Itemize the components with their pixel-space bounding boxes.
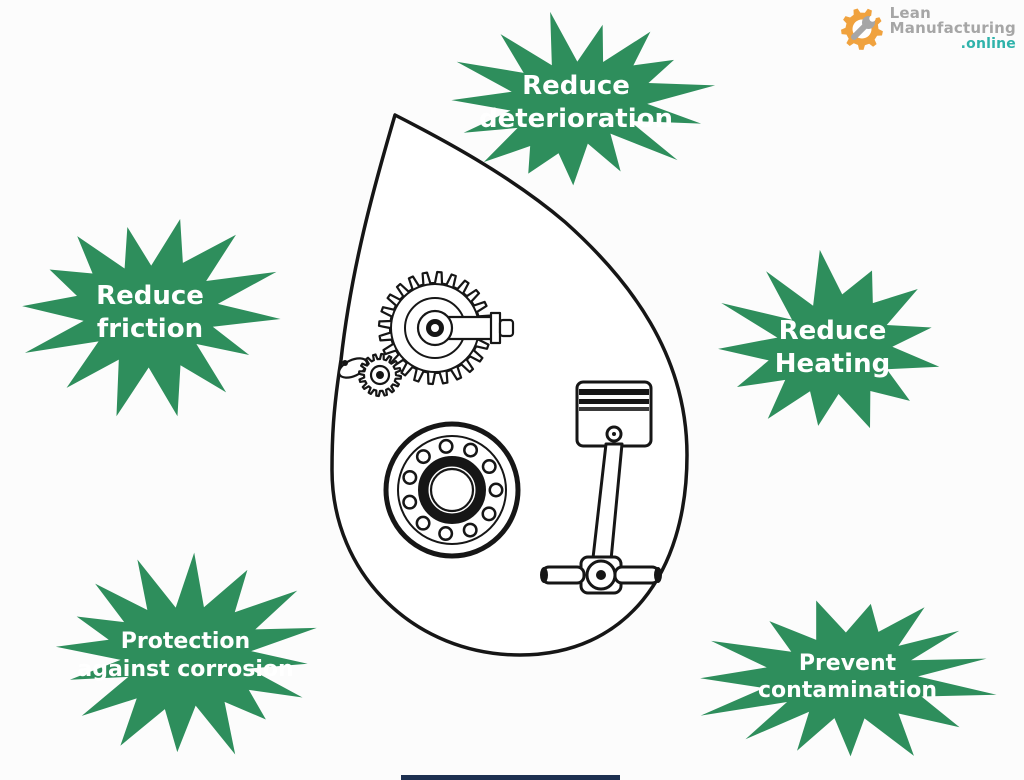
starburst-shape: [718, 249, 940, 429]
starburst-prevent-contamination: Prevent contamination: [685, 582, 1010, 772]
brand-line-online: .online: [960, 36, 1016, 52]
brand-text: Lean Manufacturing .online: [890, 6, 1016, 52]
burst-label: Prevent contamination: [758, 650, 937, 704]
piston-icon: [540, 380, 662, 595]
brand-watermark[interactable]: Lean Manufacturing .online: [839, 6, 1016, 52]
burst-label: Reduce friction: [96, 281, 204, 344]
starburst-reduce-deterioration: Reduce deterioration: [430, 5, 722, 200]
starburst-shape: [22, 219, 281, 417]
starburst-reduce-friction: Reduce friction: [5, 200, 295, 425]
starburst-shape: [451, 11, 716, 186]
gear-icon: [337, 270, 515, 398]
starburst-protection-against-corrosion: Protection against corrosion: [28, 548, 343, 763]
brand-line-lean: Lean: [889, 4, 931, 22]
brand-gear-icon: [840, 8, 883, 50]
burst-label: Reduce Heating: [774, 316, 891, 379]
starburst-reduce-heating: Reduce Heating: [700, 245, 965, 450]
burst-label: Reduce deterioration: [479, 71, 673, 134]
burst-label: Protection against corrosion: [77, 629, 294, 682]
oil-drop: [330, 113, 689, 657]
bottom-edge-strip: [401, 775, 620, 780]
ball-bearing-icon: [383, 421, 521, 559]
starburst-shape: [700, 600, 997, 757]
starburst-shape: [55, 552, 317, 755]
brand-line-manufacturing: Manufacturing: [889, 19, 1016, 37]
